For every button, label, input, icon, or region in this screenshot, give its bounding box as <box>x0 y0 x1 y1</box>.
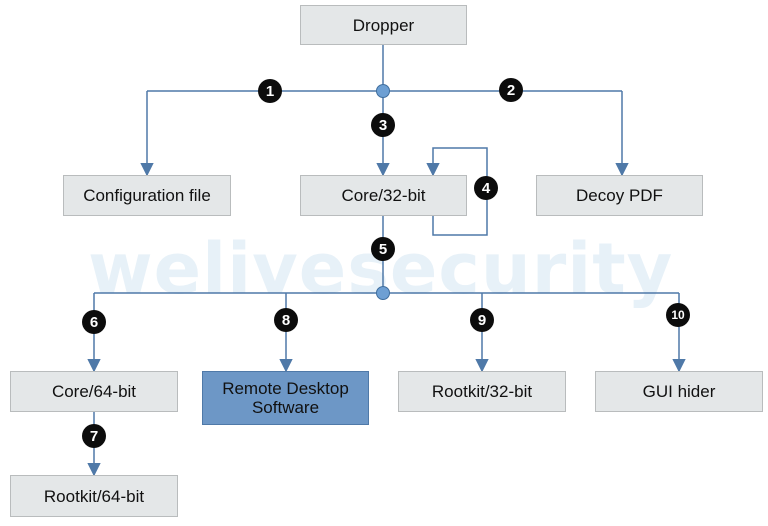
step-badge-2: 2 <box>499 78 523 102</box>
dropper-box: Dropper <box>300 5 467 45</box>
top-junction-node <box>376 84 390 98</box>
step-badge-4: 4 <box>474 176 498 200</box>
step-badge-8: 8 <box>274 308 298 332</box>
core-32-box: Core/32-bit <box>300 175 467 216</box>
step-badge-6: 6 <box>82 310 106 334</box>
remote-desktop-box: Remote Desktop Software <box>202 371 369 425</box>
core-64-box: Core/64-bit <box>10 371 178 412</box>
step-badge-5: 5 <box>371 237 395 261</box>
configuration-file-box: Configuration file <box>63 175 231 216</box>
step-badge-3: 3 <box>371 113 395 137</box>
step-badge-7: 7 <box>82 424 106 448</box>
step-badge-1: 1 <box>258 79 282 103</box>
step-badge-10: 10 <box>666 303 690 327</box>
bottom-junction-node <box>376 286 390 300</box>
rootkit-32-box: Rootkit/32-bit <box>398 371 566 412</box>
decoy-pdf-box: Decoy PDF <box>536 175 703 216</box>
gui-hider-box: GUI hider <box>595 371 763 412</box>
rootkit-64-box: Rootkit/64-bit <box>10 475 178 517</box>
step-badge-9: 9 <box>470 308 494 332</box>
